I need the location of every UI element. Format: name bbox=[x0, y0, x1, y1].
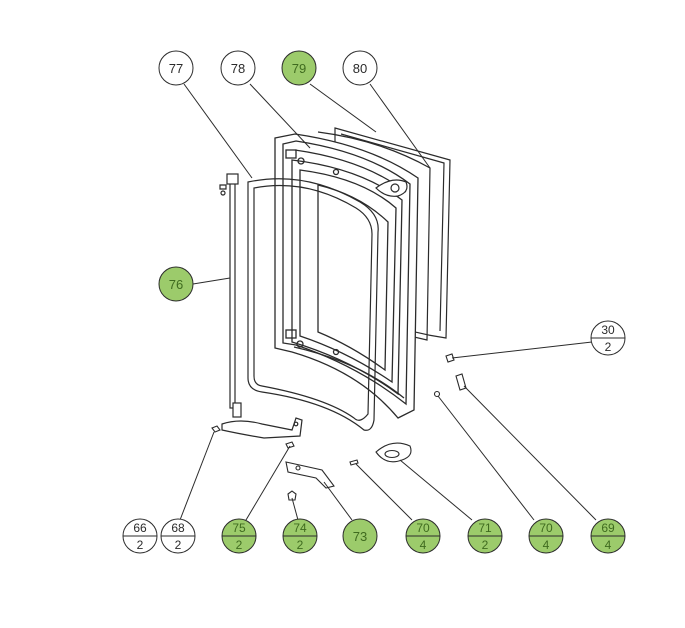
callout-69-number: 69 bbox=[601, 521, 615, 535]
callout-30-qty: 2 bbox=[605, 340, 612, 354]
callout-70-left: 70 4 bbox=[405, 518, 441, 554]
callout-30-number: 30 bbox=[601, 323, 615, 337]
callout-30: 30 2 bbox=[590, 320, 626, 356]
callout-68-qty: 2 bbox=[175, 538, 182, 552]
callout-79: 79 bbox=[281, 50, 317, 86]
leader-lines bbox=[179, 83, 597, 521]
bottom-bracket bbox=[221, 417, 303, 439]
handle-rod bbox=[219, 173, 242, 418]
callout-76-circle bbox=[158, 266, 194, 302]
callout-70-right-qty: 4 bbox=[543, 538, 550, 552]
callout-66-number: 66 bbox=[133, 521, 147, 535]
callout-80-circle bbox=[342, 50, 378, 86]
callout-69: 69 4 bbox=[590, 518, 626, 554]
callout-78-circle bbox=[220, 50, 256, 86]
door-frame bbox=[274, 133, 419, 419]
callout-71-number: 71 bbox=[478, 521, 492, 535]
callout-70-right: 70 4 bbox=[528, 518, 564, 554]
callout-74-number: 74 bbox=[293, 521, 307, 535]
callout-77: 77 bbox=[158, 50, 194, 86]
callout-71-qty: 2 bbox=[482, 538, 489, 552]
callout-78: 78 bbox=[220, 50, 256, 86]
callout-74: 74 2 bbox=[282, 518, 318, 554]
callout-68: 68 2 bbox=[160, 518, 196, 554]
callout-80-number: 80 bbox=[353, 61, 367, 76]
small-parts bbox=[211, 353, 467, 501]
callout-76: 76 bbox=[158, 266, 194, 302]
callout-79-number: 79 bbox=[292, 61, 306, 76]
callout-80: 80 bbox=[342, 50, 378, 86]
callout-75-qty: 2 bbox=[236, 538, 243, 552]
callout-70-left-number: 70 bbox=[416, 521, 430, 535]
callout-70-right-number: 70 bbox=[539, 521, 553, 535]
callout-79-circle bbox=[281, 50, 317, 86]
callout-69-qty: 4 bbox=[605, 538, 612, 552]
callout-77-number: 77 bbox=[169, 61, 183, 76]
callout-75: 75 2 bbox=[221, 518, 257, 554]
callout-71: 71 2 bbox=[467, 518, 503, 554]
callout-70-left-qty: 4 bbox=[420, 538, 427, 552]
callout-74-qty: 2 bbox=[297, 538, 304, 552]
callout-78-number: 78 bbox=[231, 61, 245, 76]
callout-66-qty: 2 bbox=[137, 538, 144, 552]
callout-66: 66 2 bbox=[122, 518, 158, 554]
callout-76-number: 76 bbox=[169, 277, 183, 292]
callout-73-number: 73 bbox=[353, 529, 367, 544]
callout-73-circle bbox=[342, 518, 378, 554]
door-gasket bbox=[247, 178, 379, 431]
frame-latch bbox=[375, 179, 408, 197]
callout-75-number: 75 bbox=[232, 521, 246, 535]
callout-68-number: 68 bbox=[171, 521, 185, 535]
callout-77-circle bbox=[158, 50, 194, 86]
callout-73: 73 bbox=[342, 518, 378, 554]
